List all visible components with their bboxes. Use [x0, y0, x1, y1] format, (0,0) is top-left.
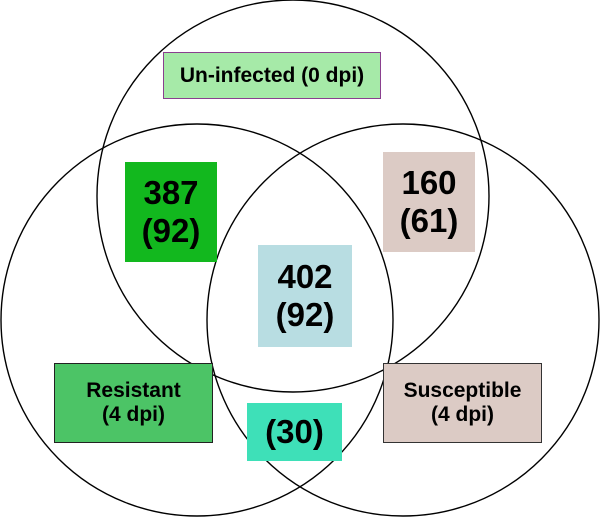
label-uninfected: Un-infected (0 dpi) — [163, 52, 381, 99]
region-subcount: (92) — [275, 296, 335, 333]
label-susceptible: Susceptible (4 dpi) — [383, 363, 542, 443]
label-susceptible-line1: Susceptible — [403, 379, 522, 403]
region-count: 160 — [401, 164, 457, 202]
region-count: 387 — [143, 174, 199, 212]
label-resistant-line1: Resistant — [86, 379, 181, 403]
circle-resistant — [0, 123, 394, 517]
label-resistant-line2: (4 dpi) — [102, 403, 165, 426]
region-uninfected-susceptible: 160 (61) — [383, 152, 475, 252]
region-uninfected-resistant: 387 (92) — [125, 162, 217, 262]
region-subcount: (30) — [265, 413, 324, 451]
region-resistant-susceptible: (30) — [247, 403, 342, 461]
region-subcount: (61) — [399, 202, 459, 239]
region-all-three: 402 (92) — [258, 245, 352, 347]
region-count: 402 — [277, 258, 333, 296]
circle-uninfected — [96, 0, 490, 393]
label-resistant: Resistant (4 dpi) — [54, 363, 213, 443]
label-uninfected-text: Un-infected (0 dpi) — [179, 63, 365, 87]
region-subcount: (92) — [141, 212, 201, 249]
label-susceptible-line2: (4 dpi) — [431, 403, 494, 426]
circle-susceptible — [206, 123, 600, 517]
